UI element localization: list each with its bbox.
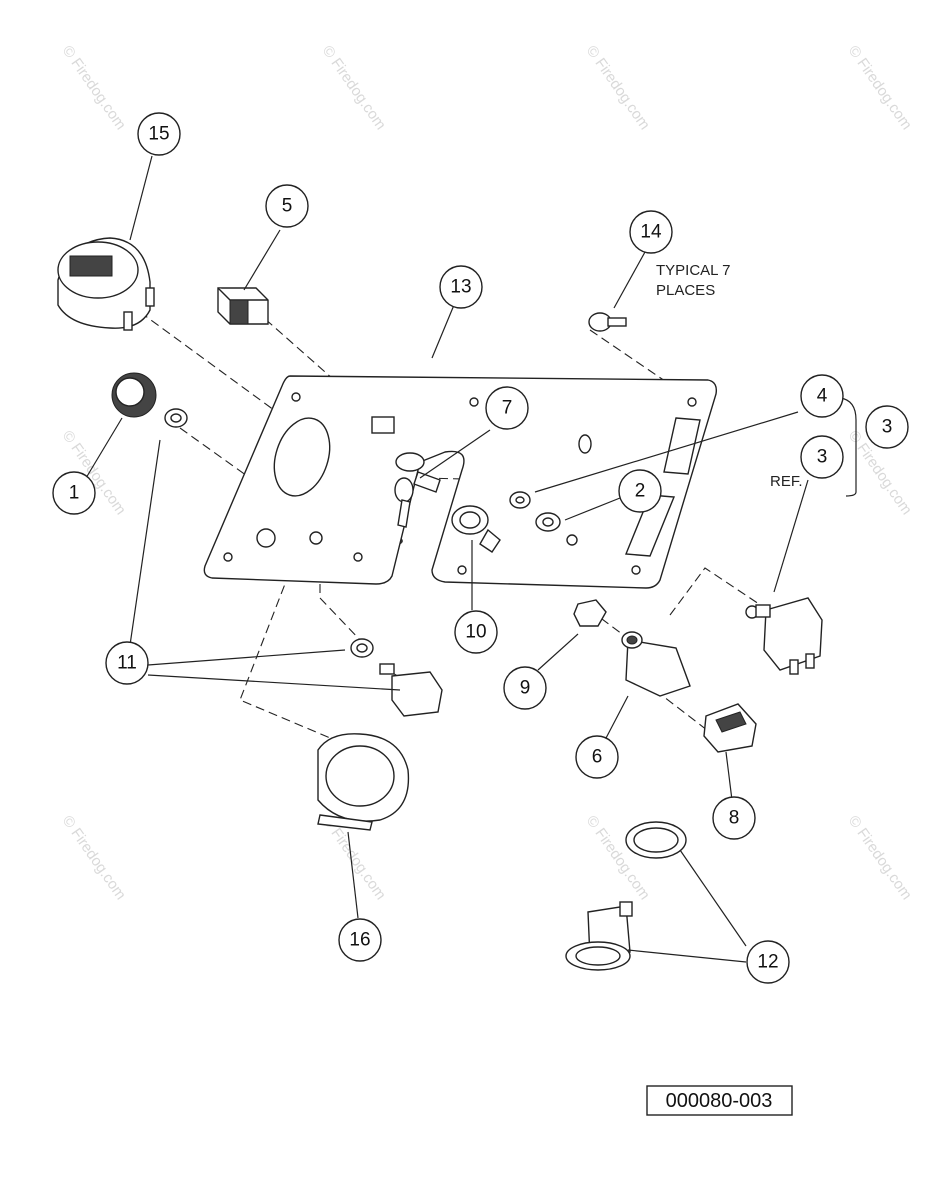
part-toggle-switch (350, 638, 443, 717)
panel-plate (203, 375, 718, 589)
callout-5: 5 (265, 184, 309, 228)
watermark: © Firedog.com (59, 43, 129, 134)
part-boot (451, 505, 501, 553)
callout-8: 8 (712, 796, 756, 840)
callout-13: 13 (439, 265, 483, 309)
callout-7: 7 (485, 386, 529, 430)
callout-6: 6 (575, 735, 619, 779)
note-ref: REF. (770, 473, 803, 490)
callout-14: 14 (629, 210, 673, 254)
svg-text:10: 10 (465, 622, 486, 643)
part-ignition-switch (621, 631, 691, 697)
svg-text:4: 4 (817, 386, 828, 407)
svg-text:15: 15 (148, 124, 169, 145)
part-hour-meter (57, 237, 155, 331)
callout-10: 10 (454, 610, 498, 654)
callout-3: 3 (865, 405, 909, 449)
part-rivet (588, 312, 627, 332)
watermark: © Firedog.com (319, 43, 389, 134)
svg-text:9: 9 (520, 678, 531, 699)
callout-4: 4 (800, 374, 844, 418)
svg-text:14: 14 (640, 222, 662, 243)
callout-1: 1 (52, 471, 96, 515)
watermark: © Firedog.com (59, 813, 129, 904)
note-typical-line2: PLACES (656, 282, 715, 299)
watermark: © Firedog.com (845, 43, 915, 134)
callout-15: 15 (137, 112, 181, 156)
callout-3-ref: 3 (800, 435, 844, 479)
drawing-number-box: 000080-003 (646, 1085, 793, 1116)
callout-9: 9 (503, 666, 547, 710)
svg-text:5: 5 (282, 196, 293, 217)
svg-text:13: 13 (450, 277, 471, 298)
callouts: 1 2 3 3 4 5 6 7 8 9 10 11 12 13 14 15 16 (52, 112, 909, 984)
svg-text:2: 2 (635, 481, 646, 502)
svg-text:7: 7 (502, 398, 513, 419)
svg-text:11: 11 (117, 653, 137, 674)
callout-11: 11 (105, 641, 149, 685)
part-switch-ref (745, 597, 823, 675)
watermark: © Firedog.com (583, 43, 653, 134)
watermark: © Firedog.com (845, 813, 915, 904)
svg-text:3: 3 (882, 417, 893, 438)
part-lamp-lens (625, 821, 687, 859)
svg-text:8: 8 (729, 808, 740, 829)
svg-text:16: 16 (349, 930, 370, 951)
callout-16: 16 (338, 918, 382, 962)
part-connector (703, 703, 757, 753)
note-typical-line1: TYPICAL 7 (656, 262, 730, 279)
part-knob (111, 372, 157, 418)
part-bezel (317, 733, 410, 831)
svg-text:12: 12 (757, 952, 778, 973)
svg-text:3: 3 (817, 447, 828, 468)
svg-text:1: 1 (69, 483, 80, 504)
leader-lines (85, 155, 857, 963)
part-nut-9 (573, 599, 607, 627)
callout-12: 12 (746, 940, 790, 984)
part-rocker-switch (217, 287, 269, 325)
part-lamp-socket (565, 901, 633, 971)
part-keys (394, 452, 441, 528)
svg-text:6: 6 (592, 747, 603, 768)
drawing-number: 000080-003 (666, 1090, 773, 1112)
callout-2: 2 (618, 469, 662, 513)
part-washers (509, 491, 561, 532)
part-nut (164, 408, 188, 428)
